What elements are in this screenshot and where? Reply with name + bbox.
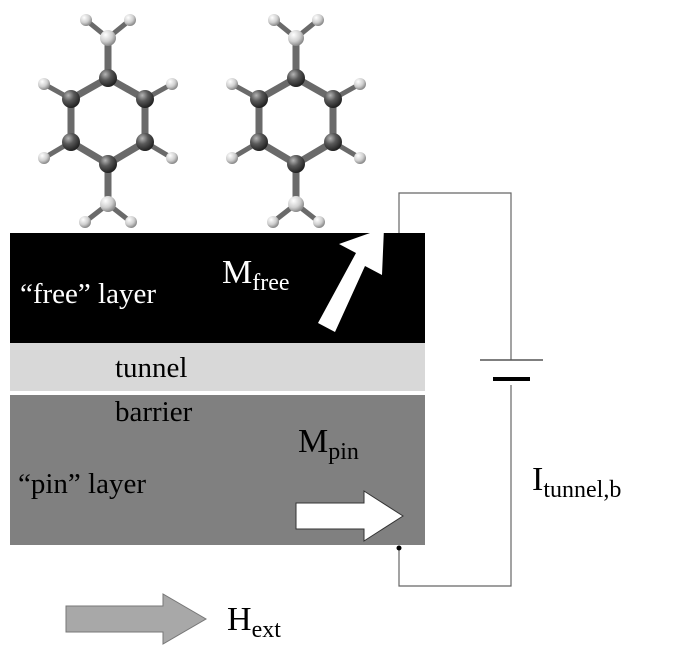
h-ext-sub: ext	[252, 617, 282, 643]
hydrogen-atom	[79, 216, 91, 228]
carbon-atom	[62, 90, 80, 108]
m-pin-sub: pin	[328, 439, 359, 465]
hydrogen-atom	[38, 78, 50, 90]
carbon-atom	[287, 155, 305, 173]
i-tunnel-label: Itunnel,b	[532, 461, 621, 503]
hydrogen-atom	[38, 152, 50, 164]
i-tunnel-sub: tunnel,b	[543, 477, 621, 503]
m-free-sub: free	[252, 270, 289, 296]
m-pin-main: M	[298, 423, 328, 460]
molecule-right	[226, 14, 366, 228]
carbon-atom	[136, 133, 154, 151]
carbon-atom	[99, 155, 117, 173]
m-free-arrow	[318, 228, 384, 332]
hydrogen-atom	[354, 78, 366, 90]
m-free-main: M	[222, 254, 252, 291]
free-layer-label: “free” layer	[20, 278, 156, 310]
hydrogen-atom	[80, 14, 92, 26]
carbon-atom	[62, 133, 80, 151]
i-tunnel-main: I	[532, 461, 543, 498]
hydrogen-atom	[226, 78, 238, 90]
circuit	[398, 192, 512, 587]
h-ext-main: H	[227, 601, 252, 638]
circuit-wire-bottom	[398, 385, 512, 587]
hydrogen-atom	[166, 78, 178, 90]
hydrogen-atom	[313, 216, 325, 228]
barrier-label: barrier	[115, 396, 193, 428]
carbon-atom	[250, 90, 268, 108]
nitrogen-atom	[288, 196, 304, 212]
h-ext-label: Hext	[227, 601, 281, 643]
h-ext-arrow	[65, 593, 207, 645]
m-free-label: Mfree	[222, 254, 290, 296]
hydrogen-atom	[124, 14, 136, 26]
hydrogen-atom	[226, 152, 238, 164]
m-pin-arrow	[295, 490, 404, 542]
hydrogen-atom	[166, 152, 178, 164]
carbon-atom	[99, 69, 117, 87]
hydrogen-atom	[312, 14, 324, 26]
circuit-contact-dot	[396, 545, 402, 551]
carbon-atom	[324, 90, 342, 108]
circuit-wire-top	[398, 192, 512, 360]
nitrogen-atom	[100, 196, 116, 212]
tunnel-label: tunnel	[115, 352, 188, 384]
molecule-left	[38, 14, 178, 228]
hydrogen-atom	[268, 14, 280, 26]
carbon-atom	[136, 90, 154, 108]
tunnel-barrier-layer	[10, 343, 425, 391]
hydrogen-atom	[125, 216, 137, 228]
nitrogen-atom	[100, 30, 116, 46]
nitrogen-atom	[288, 30, 304, 46]
m-pin-label: Mpin	[298, 423, 359, 465]
hydrogen-atom	[267, 216, 279, 228]
carbon-atom	[287, 69, 305, 87]
hydrogen-atom	[354, 152, 366, 164]
carbon-atom	[324, 133, 342, 151]
carbon-atom	[250, 133, 268, 151]
pin-layer-label: “pin” layer	[18, 468, 146, 500]
